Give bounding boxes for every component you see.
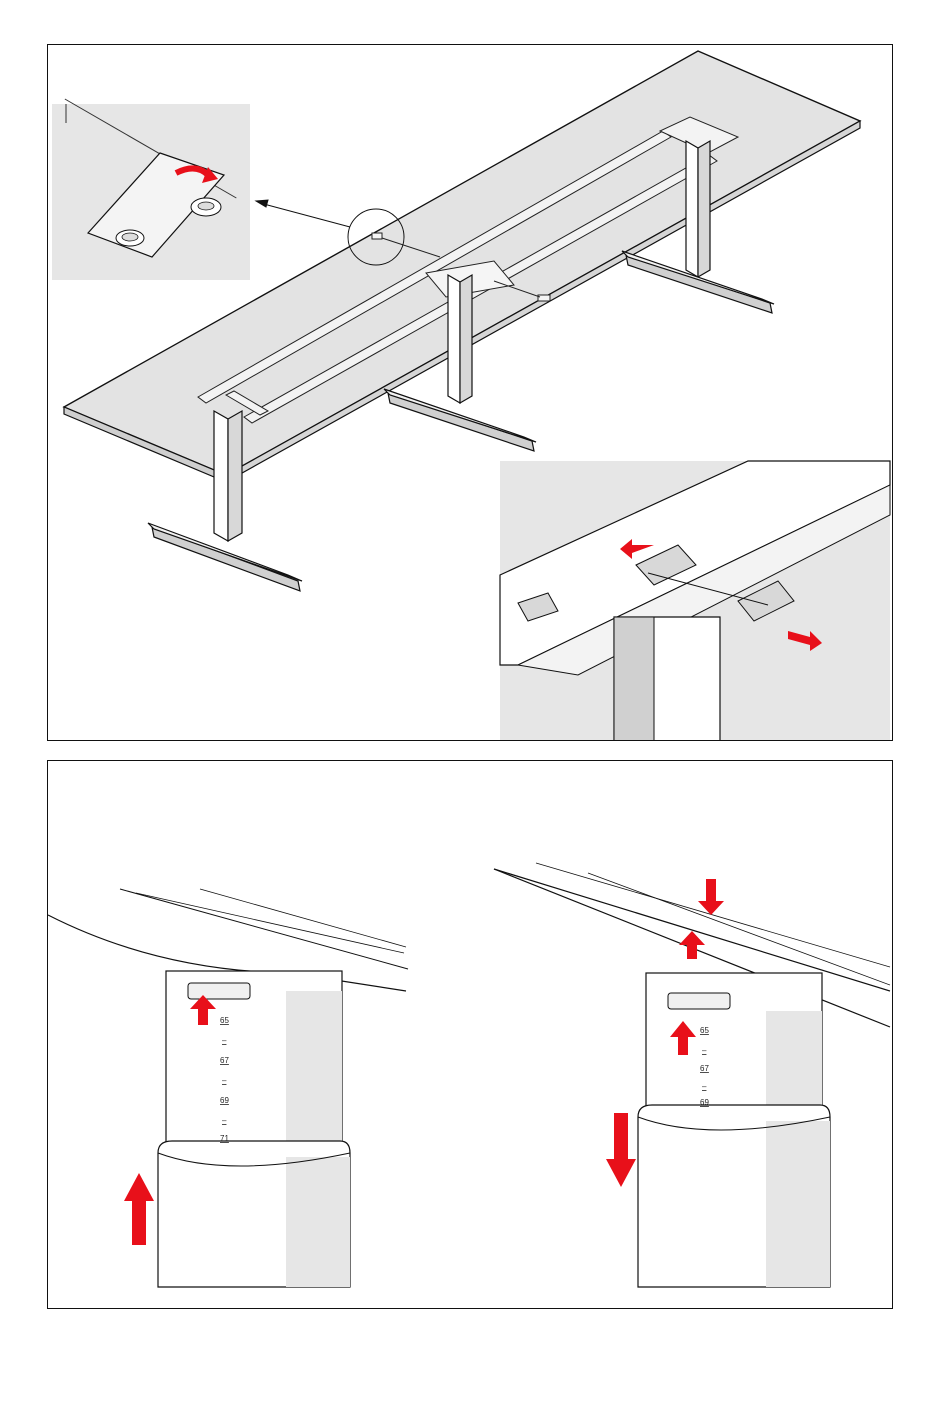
- table-overview-drawing: [48, 45, 893, 741]
- right-scale-3: 67: [700, 1064, 709, 1073]
- left-scale-7: 71: [220, 1134, 229, 1143]
- right-scale-4: –: [702, 1082, 707, 1091]
- left-scale-3: 67: [220, 1056, 229, 1065]
- height-adjust-panel: 65 – 67 – 69 – 71 65 – 67: [47, 760, 893, 1309]
- arrow-down-large-icon: [606, 1113, 636, 1187]
- right-scale-2: –: [702, 1046, 707, 1055]
- left-scale-5: 69: [220, 1096, 229, 1105]
- left-column-assembly: 65 – 67 – 69 – 71: [48, 889, 408, 1287]
- right-scale-1: 65: [700, 1026, 709, 1035]
- clamp-detail-inset: [500, 461, 890, 741]
- right-column-assembly: 65 – 67 – 69: [494, 863, 890, 1287]
- left-scale-6: –: [222, 1116, 227, 1125]
- right-scale-5: 69: [700, 1098, 709, 1107]
- assembly-overview-panel: [47, 44, 893, 741]
- left-scale-1: 65: [220, 1016, 229, 1025]
- arrow-up-large-icon: [124, 1173, 154, 1245]
- left-scale-2: –: [222, 1036, 227, 1045]
- height-adjust-drawing: 65 – 67 – 69 – 71 65 – 67: [48, 761, 893, 1309]
- arrow-up-top-icon: [679, 931, 705, 959]
- screw-detail-inset: [52, 99, 250, 280]
- left-scale-4: –: [222, 1076, 227, 1085]
- arrow-down-top-icon: [698, 879, 724, 915]
